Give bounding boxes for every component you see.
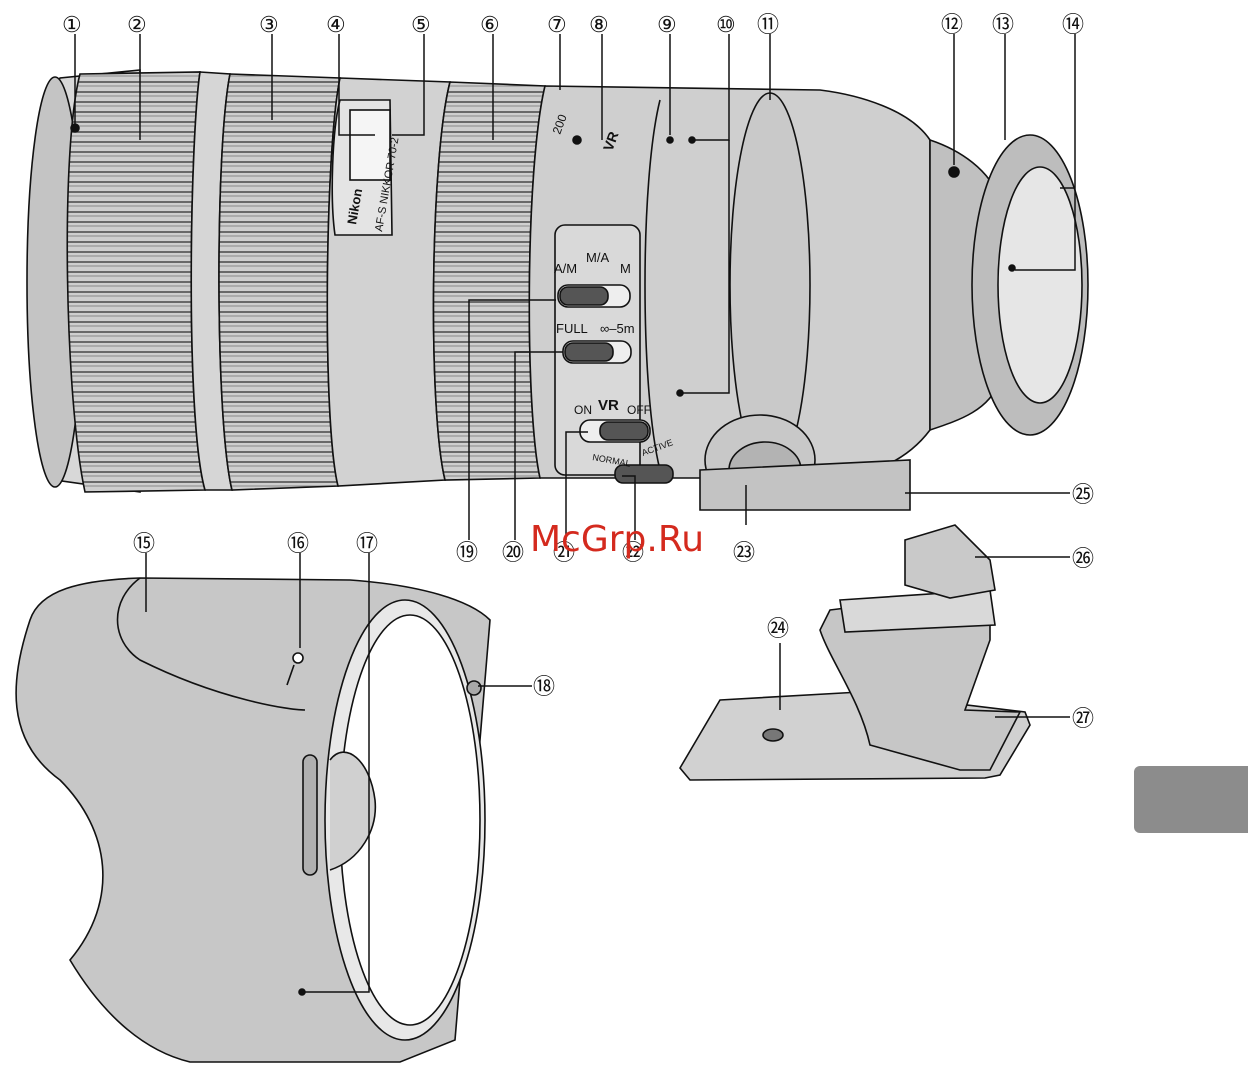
vr-off-label: OFF: [627, 403, 651, 417]
vr-on-label: ON: [574, 403, 592, 417]
vr-mode-switch: [615, 465, 673, 483]
lens-body: [27, 70, 1088, 510]
vr-label: VR: [598, 397, 619, 414]
page-side-tab: [1134, 766, 1248, 833]
callout-9: ⑨: [657, 12, 677, 37]
watermark-text: McGrp.Ru: [530, 519, 704, 560]
callout-7: ⑦: [547, 12, 567, 37]
callout-17: ⑰: [356, 531, 378, 556]
hood-mounting-index: [293, 653, 303, 663]
hood-lock-button: [467, 681, 481, 695]
full-label: FULL: [556, 321, 588, 336]
am-label: A/M: [554, 261, 577, 276]
mounting-index: [949, 167, 959, 177]
mount-index-dot: [667, 137, 673, 143]
callout-8: ⑧: [589, 12, 609, 37]
foot-locking-screw: [905, 525, 995, 598]
callout-15: ⑮: [133, 531, 155, 556]
callout-4: ④: [326, 12, 346, 37]
m-label: M: [620, 261, 631, 276]
callout-13: ⑬: [992, 12, 1014, 37]
callout-18: ⑱: [533, 674, 555, 699]
rear-ring: [434, 82, 545, 480]
hood-alignment-mark: [299, 989, 305, 995]
callout-3: ③: [259, 12, 279, 37]
ma-label: M/A: [586, 250, 609, 265]
cpu-contacts: [1009, 265, 1015, 271]
callout-12: ⑫: [941, 12, 963, 37]
tripod-socket: [763, 729, 783, 741]
callout-11: ⑪: [757, 12, 779, 37]
callout-23: ㉓: [733, 540, 755, 565]
hood-slot: [303, 755, 317, 875]
callout-1: ①: [62, 12, 82, 37]
callout-19: ⑲: [456, 540, 478, 565]
lens-hood: [16, 578, 490, 1062]
callout-16: ⑯: [287, 531, 309, 556]
callout-27: ㉗: [1072, 706, 1094, 731]
hood-alignment-dot: [71, 124, 79, 132]
range-label: ∞–5m: [600, 321, 635, 336]
callout-25: ㉕: [1072, 482, 1094, 507]
focus-ring: [219, 74, 340, 490]
zoom-ring: [67, 72, 205, 492]
callout-24: ㉔: [767, 616, 789, 641]
callout-20: ⑳: [502, 540, 524, 565]
zoom-index: [573, 136, 581, 144]
callout-10: ⑩: [716, 12, 736, 37]
callout-26: ㉖: [1072, 546, 1094, 571]
callout-5: ⑤: [411, 12, 431, 37]
callout-6: ⑥: [480, 12, 500, 37]
callout-14: ⑭: [1062, 12, 1084, 37]
callout-2: ②: [127, 12, 147, 37]
